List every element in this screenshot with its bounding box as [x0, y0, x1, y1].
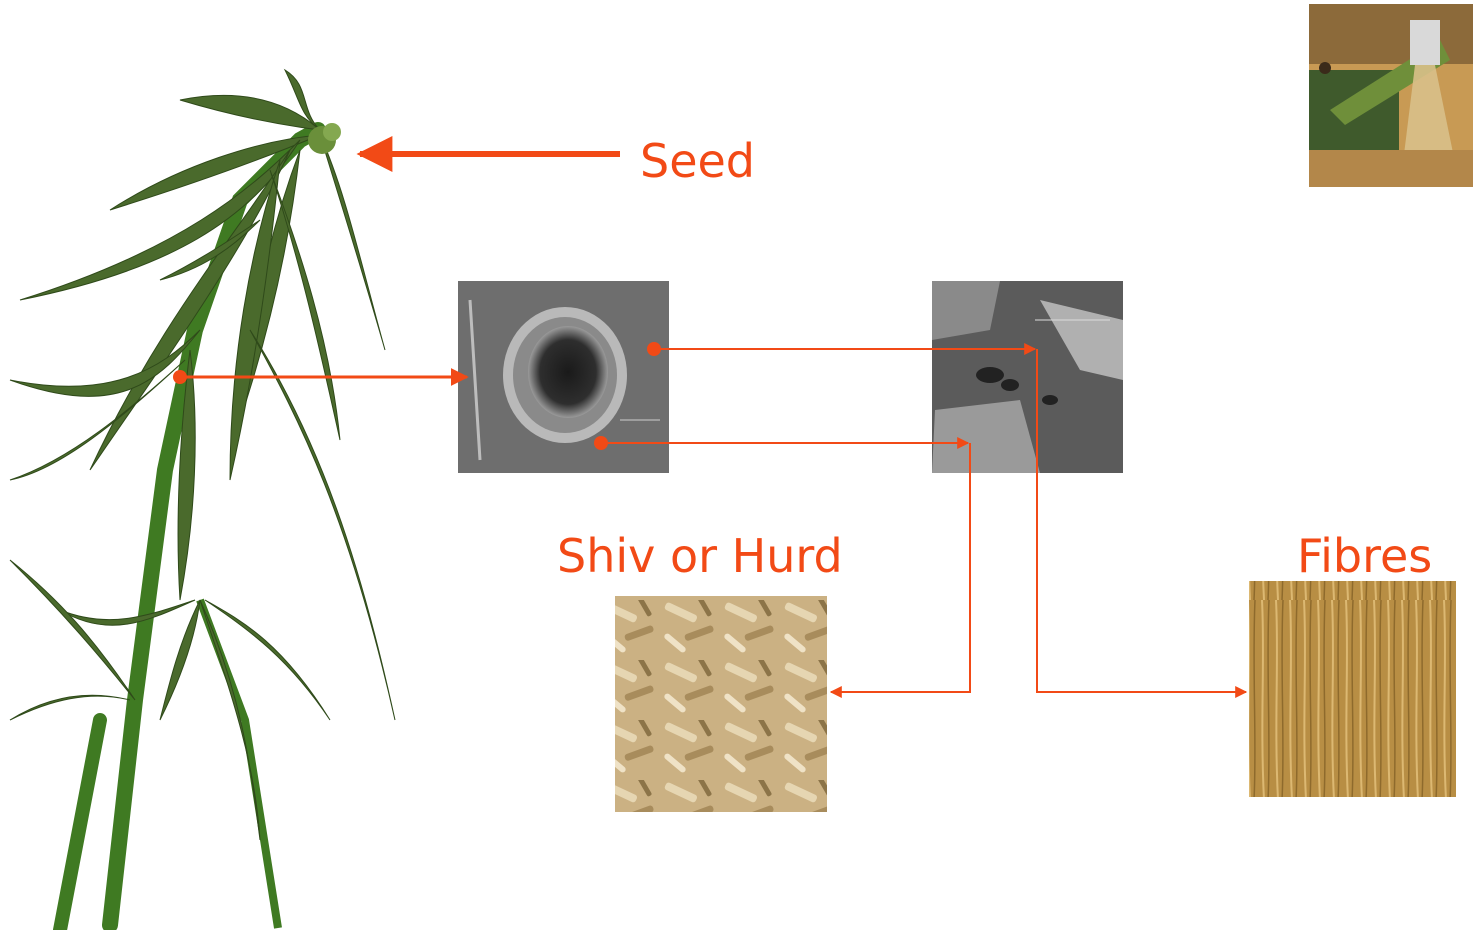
hemp-plant-illustration — [10, 70, 395, 930]
to-shiv-hurd-arrow — [831, 443, 970, 692]
fibre-detail-micrograph — [932, 281, 1123, 473]
seed-label: Seed — [640, 138, 755, 184]
fibres-label: Fibres — [1297, 533, 1432, 579]
shiv-hurd-label: Shiv or Hurd — [557, 533, 843, 579]
stem-to-cross-section-arrow — [173, 370, 467, 384]
fibres-photo — [1249, 581, 1456, 797]
shiv-hurd-photo — [615, 596, 827, 812]
stem-cross-section-micrograph — [458, 281, 669, 473]
harvest-photo — [1309, 4, 1473, 187]
